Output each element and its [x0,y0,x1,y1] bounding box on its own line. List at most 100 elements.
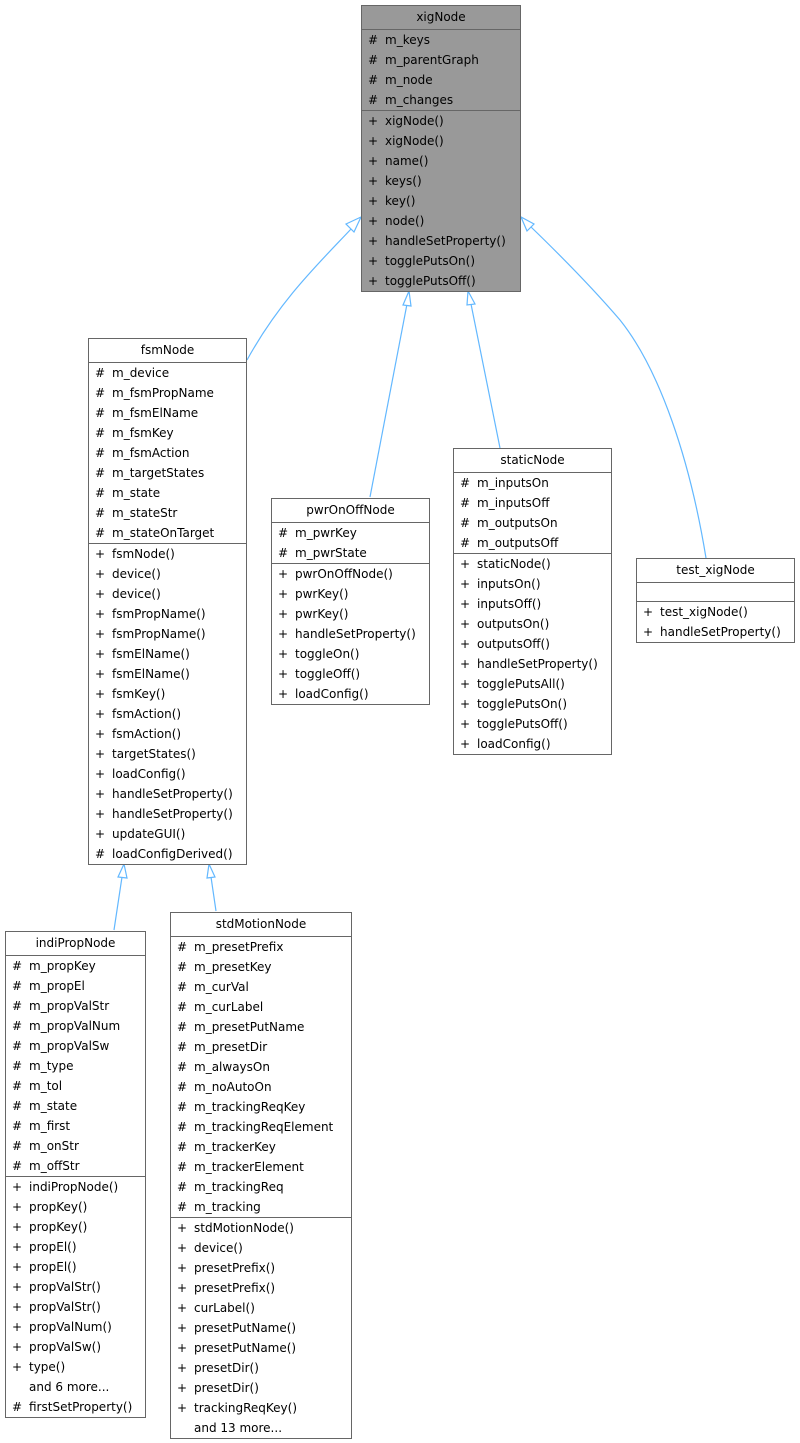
method-row: +device() [95,567,161,581]
class-box-staticNode[interactable]: staticNode #m_inputsOn #m_inputsOff #m_o… [453,448,612,755]
attribute-row: #m_tracking [177,1200,261,1214]
attribute-row: #m_fsmKey [95,426,174,440]
class-box-pwrOnOffNode[interactable]: pwrOnOffNode #m_pwrKey #m_pwrState +pwrO… [271,498,430,705]
method-row: +propEl() [12,1260,77,1274]
attribute-row: #m_presetPutName [177,1020,305,1034]
attribute-row: #m_first [12,1119,71,1133]
class-box-indiPropNode[interactable]: indiPropNode #m_propKey #m_propEl #m_pro… [5,931,146,1418]
method-row: +handleSetProperty() [460,657,598,671]
method-row: +togglePutsAll() [460,677,565,691]
class-title: fsmNode [89,339,246,363]
method-row: +xigNode() [368,134,444,148]
method-row: +fsmPropName() [95,607,206,621]
attributes-section: #m_pwrKey #m_pwrState [272,523,429,564]
method-row: +updateGUI() [95,827,186,841]
method-row: +inputsOn() [460,577,541,591]
attribute-row: #m_changes [368,93,454,107]
inheritance-arrowhead-icon [519,215,535,233]
method-row: +toggleOn() [278,647,360,661]
attribute-row: #m_tol [12,1079,63,1093]
methods-section: +indiPropNode() +propKey() +propKey() +p… [6,1177,145,1417]
attribute-row: #m_propKey [12,959,96,973]
inheritance-arrowhead-icon [206,861,216,879]
method-row: +fsmNode() [95,547,175,561]
class-title: stdMotionNode [171,913,351,937]
method-row: +pwrKey() [278,587,349,601]
attribute-row: #m_propEl [12,979,85,993]
class-title: pwrOnOffNode [272,499,429,523]
attribute-row: #m_propValStr [12,999,110,1013]
edge-indiPropNode-fsmNode [113,876,123,931]
edge-stdMotionNode-fsmNode [210,876,217,912]
method-row: +device() [95,587,161,601]
method-row: +togglePutsOff() [368,274,476,288]
attributes-section: #m_keys #m_parentGraph #m_node #m_change… [362,30,520,111]
attribute-row: #m_inputsOff [460,496,550,510]
method-row: +presetPutName() [177,1341,297,1355]
class-box-xigNode[interactable]: xigNode #m_keys #m_parentGraph #m_node #… [361,5,521,292]
method-row: +name() [368,154,429,168]
attribute-row: #m_noAutoOn [177,1080,272,1094]
inheritance-arrowhead-icon [466,288,476,306]
attribute-row: #m_keys [368,33,430,47]
method-row: +type() [12,1360,66,1374]
attribute-row: #m_offStr [12,1159,80,1173]
method-row: +togglePutsOn() [460,697,567,711]
method-row: +presetPrefix() [177,1261,276,1275]
class-box-stdMotionNode[interactable]: stdMotionNode #m_presetPrefix #m_presetK… [170,912,352,1439]
method-row: +pwrKey() [278,607,349,621]
attribute-row: #m_trackingReq [177,1180,284,1194]
method-row: +propValSw() [12,1340,102,1354]
inheritance-arrowhead-icon [402,288,412,307]
attribute-row: #m_onStr [12,1139,79,1153]
edge-staticNode-xigNode [470,303,501,449]
attribute-row: #m_stateOnTarget [95,526,215,540]
method-row: +handleSetProperty() [368,234,506,248]
method-row: +handleSetProperty() [643,625,781,639]
method-row: +targetStates() [95,747,196,761]
method-row: +handleSetProperty() [95,787,233,801]
method-row: #firstSetProperty() [12,1400,133,1414]
attribute-row: #m_propValNum [12,1019,121,1033]
method-row: +presetPutName() [177,1321,297,1335]
method-row: +fsmPropName() [95,627,206,641]
more-members-link[interactable]: and 6 more... [29,1380,110,1394]
class-title: indiPropNode [6,932,145,956]
attribute-row: #m_type [12,1059,74,1073]
class-box-test_xigNode[interactable]: test_xigNode +test_xigNode() +handleSetP… [636,558,795,643]
attributes-section: #m_device #m_fsmPropName #m_fsmElName #m… [89,363,246,544]
attribute-row: #m_stateStr [95,506,178,520]
method-row: +presetDir() [177,1361,259,1375]
attribute-row: #m_presetPrefix [177,940,284,954]
class-box-fsmNode[interactable]: fsmNode #m_device #m_fsmPropName #m_fsmE… [88,338,247,865]
methods-section: +test_xigNode() +handleSetProperty() [637,602,794,642]
attributes-section: #m_inputsOn #m_inputsOff #m_outputsOn #m… [454,473,611,554]
method-row: +node() [368,214,425,228]
methods-section: +pwrOnOffNode() +pwrKey() +pwrKey() +han… [272,564,429,704]
attribute-row: #m_propValSw [12,1039,110,1053]
attribute-row: #m_pwrState [278,546,367,560]
attribute-row: #m_alwaysOn [177,1060,270,1074]
method-row: +loadConfig() [460,737,551,751]
methods-section: +fsmNode() +device() +device() +fsmPropN… [89,544,246,864]
attribute-row: #m_trackerKey [177,1140,276,1154]
method-row: +curLabel() [177,1301,255,1315]
inheritance-arrowhead-icon [117,862,128,879]
attributes-section: #m_presetPrefix #m_presetKey #m_curVal #… [171,937,351,1218]
method-row: +trackingReqKey() [177,1401,298,1415]
more-members-link[interactable]: and 13 more... [194,1421,283,1435]
edge-test_xigNode-xigNode [529,225,707,559]
method-row: +fsmElName() [95,647,190,661]
attribute-row: #m_state [95,486,161,500]
attribute-row: #m_fsmPropName [95,386,214,400]
attribute-row: #m_fsmAction [95,446,190,460]
method-row: +handleSetProperty() [95,807,233,821]
attribute-row: #m_outputsOn [460,516,558,530]
method-row: +propValStr() [12,1300,101,1314]
methods-section: +xigNode() +xigNode() +name() +keys() +k… [362,111,520,291]
attribute-row: #m_inputsOn [460,476,549,490]
attribute-row: #m_state [12,1099,78,1113]
method-row: +outputsOff() [460,637,550,651]
methods-section: +stdMotionNode() +device() +presetPrefix… [171,1218,351,1438]
